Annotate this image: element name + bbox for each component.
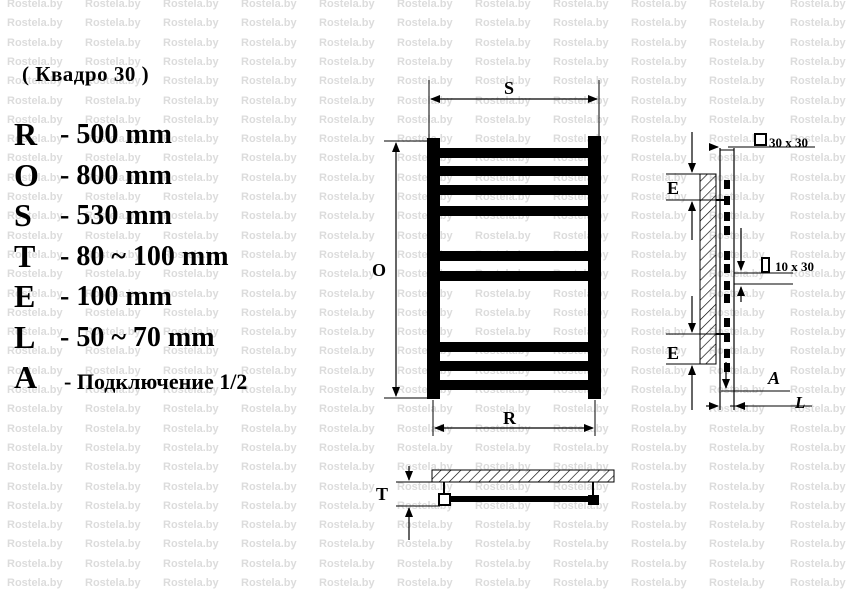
side-bar-tick (724, 318, 730, 327)
top-right-node (588, 495, 599, 505)
crossbar (440, 148, 588, 158)
legend-value: - 500 mm (60, 119, 172, 150)
label-dimension-a: A (768, 368, 781, 388)
top-wall-hatch (431, 469, 615, 483)
side-bar-tick (724, 180, 730, 189)
front-crossbars (440, 148, 588, 390)
legend-letter: R (14, 116, 38, 152)
side-bar-tick (724, 294, 730, 303)
legend-letter: L (14, 318, 36, 355)
legend-letter: O (14, 156, 39, 193)
profile-10-icon (761, 257, 770, 273)
crossbar (440, 271, 588, 281)
legend-value: - 80 ~ 100 mm (60, 240, 229, 272)
label-dimension-r: R (503, 408, 516, 428)
side-bar-tick (724, 333, 730, 342)
side-bar-tick (724, 226, 730, 235)
top-view (396, 466, 615, 540)
label-dimension-o: O (372, 260, 387, 280)
crossbar (440, 185, 588, 195)
legend-letter: S (14, 197, 32, 233)
legend-value: - 800 mm (60, 159, 172, 191)
side-bar-tick (724, 363, 730, 372)
side-bar-tick (724, 196, 730, 205)
side-bar-tick (724, 349, 730, 358)
legend-value: - Подключение 1/2 (64, 369, 248, 394)
label-dimension-l: L (795, 393, 806, 412)
crossbar (440, 251, 588, 261)
profile-30-icon (754, 133, 767, 146)
side-bar-tick (724, 281, 730, 290)
side-bar-tick (724, 251, 730, 260)
right-collector (588, 136, 601, 399)
label-dimension-e-bottom: E (667, 343, 680, 363)
legend-value: - 530 mm (60, 200, 172, 231)
front-view (384, 80, 601, 436)
crossbar (440, 206, 588, 216)
left-collector (427, 138, 440, 399)
side-bar-ticks (724, 180, 730, 372)
crossbar (440, 342, 588, 352)
top-crossbar (442, 496, 599, 502)
model-title: ( Квадро 30 ) (22, 62, 150, 86)
label-dimension-e-top: E (667, 178, 680, 198)
legend-letter: E (14, 278, 36, 314)
label-profile-10: 10 x 30 (775, 259, 814, 274)
side-bar-tick (724, 212, 730, 221)
side-wall-hatch (699, 173, 717, 365)
label-dimension-s: S (504, 78, 515, 98)
legend-letter: A (14, 359, 38, 395)
legend-value: - 50 ~ 70 mm (60, 321, 215, 353)
label-dimension-t: T (376, 484, 389, 504)
label-profile-30: 30 x 30 (769, 135, 808, 150)
crossbar (440, 166, 588, 176)
legend-value: - 100 mm (60, 281, 172, 312)
top-left-node (438, 493, 451, 506)
legend-letter: T (14, 237, 36, 274)
side-view (666, 132, 815, 410)
side-bar-tick (724, 264, 730, 273)
crossbar (440, 361, 588, 371)
crossbar (440, 380, 588, 390)
